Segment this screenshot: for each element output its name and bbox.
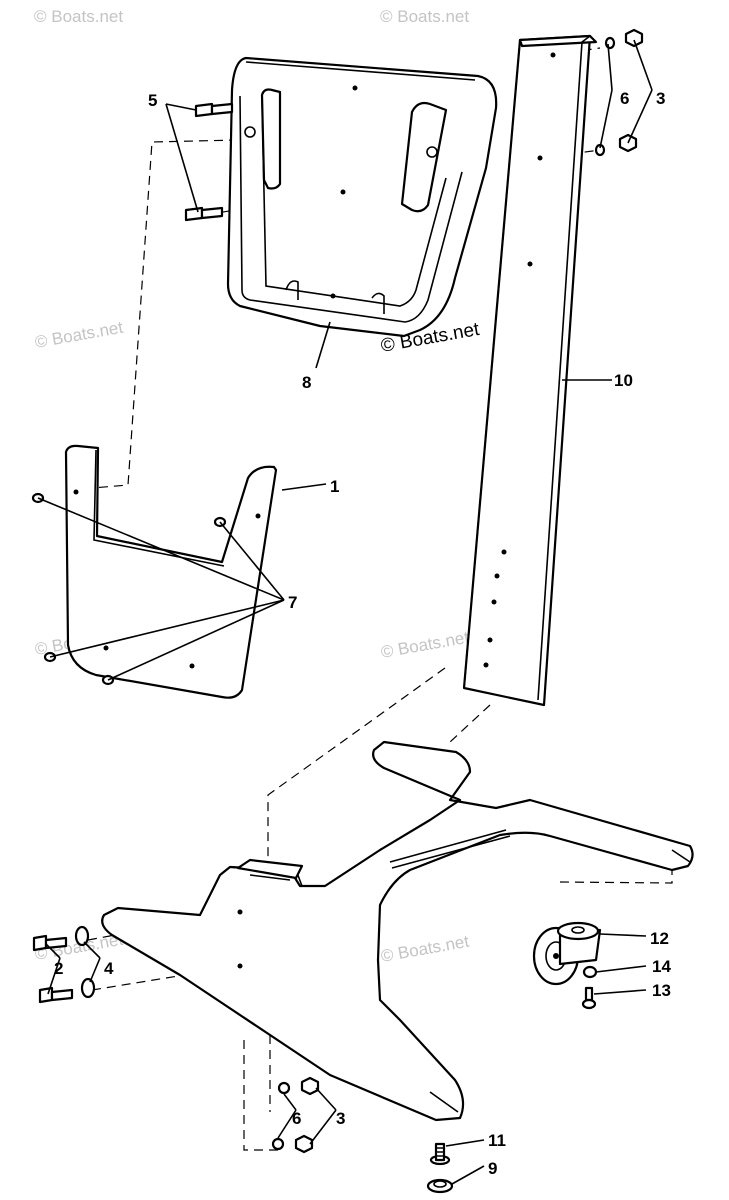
upper-lockwashers-nuts [594,28,644,157]
caster-wheel [532,921,602,986]
callout-5: 5 [148,91,157,110]
callout-11: 11 [488,1131,506,1150]
callout-6-top: 6 [620,89,629,108]
caster-screw [581,986,597,1010]
lower-lockwashers-nuts [271,1076,320,1154]
caster-washer [582,965,598,979]
callout-3-top: 3 [656,89,665,108]
callout-6-bottom: 6 [292,1109,301,1128]
base-stand [101,740,694,1122]
watermark: © Boats.net [380,7,469,26]
callout-4: 4 [104,959,114,978]
watermark: © Boats.net [379,932,470,966]
watermark: © Boats.net [379,628,470,662]
upright-post [462,34,598,707]
leveling-foot [426,1178,454,1194]
assembly-line-post-bottom [449,704,491,743]
base-bolts-washers [32,925,96,1004]
callout-14: 14 [652,957,671,976]
motor-mounting-bracket [226,56,498,338]
foot-bolt [429,1142,451,1166]
callout-13: 13 [652,981,671,1000]
callouts: 5 6 3 8 10 1 7 2 4 12 14 13 6 3 11 9 [54,89,671,1178]
callout-1: 1 [330,477,339,496]
assembly-line-nut-lower [243,1040,278,1151]
callout-12: 12 [650,929,669,948]
assembly-line-plate-to-bracket [91,139,239,489]
lower-splash-plate [64,444,278,699]
callout-3-bottom: 3 [336,1109,345,1128]
watermark: © Boats.net [33,318,124,352]
bracket-screws [184,102,234,222]
callout-2: 2 [54,959,63,978]
callout-8: 8 [302,373,311,392]
callout-9: 9 [488,1159,497,1178]
assembly-line-screw-lower [204,191,344,216]
leader-lines [37,39,653,1185]
callout-7: 7 [288,593,297,612]
callout-10: 10 [614,371,633,390]
watermark: © Boats.net [34,7,123,26]
